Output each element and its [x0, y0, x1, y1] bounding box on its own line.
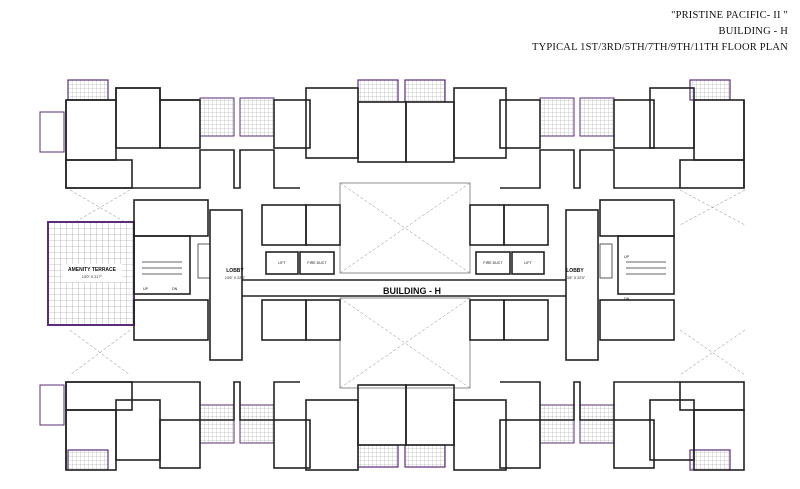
corridor — [242, 279, 566, 297]
left-balconies — [39, 111, 65, 426]
amenity-label: AMENITY TERRACE — [68, 267, 117, 273]
stair-dn-left: DN — [172, 287, 178, 291]
lobby-right-dim: 13'6" X 22'0" — [565, 276, 586, 280]
amenity-terrace: AMENITY TERRACE 13'0" X 21'7" — [47, 221, 135, 326]
side-void-right — [679, 189, 746, 376]
core-left: UP DN LOBBY 13'6" X 22'0" — [133, 199, 246, 361]
lobby-right-label: LOBBY — [566, 268, 584, 274]
central-void-bottom — [339, 297, 471, 389]
stair-up-right: UP — [624, 255, 630, 259]
lobby-left-label: LOBBY — [226, 268, 244, 274]
lobby-left-dim: 13'6" X 22'0" — [225, 276, 246, 280]
lift-left: LIFT — [278, 261, 286, 265]
core-right: UP DN LOBBY 13'6" X 22'0" — [565, 199, 675, 361]
project-title: "PRISTINE PACIFIC- II " — [671, 10, 788, 21]
core-center-top: LIFT FIRE DUCT FIRE DUCT LIFT — [261, 204, 549, 275]
top-terraces — [67, 79, 731, 137]
fire-duct-right: FIRE DUCT — [483, 261, 503, 265]
walls-bottom — [65, 381, 745, 471]
fire-duct-left: FIRE DUCT — [307, 261, 327, 265]
walls-top — [65, 87, 745, 189]
floor-plan-title: TYPICAL 1ST/3RD/5TH/7TH/9TH/11TH FLOOR P… — [531, 42, 788, 53]
title-block: "PRISTINE PACIFIC- II " BUILDING - H TYP… — [488, 8, 788, 56]
amenity-dim: 13'0" X 21'7" — [82, 275, 103, 279]
side-void-left — [69, 189, 131, 376]
building-title: BUILDING - H — [718, 26, 788, 37]
core-center-bottom — [261, 299, 549, 341]
lift-right: LIFT — [524, 261, 532, 265]
central-void-top — [339, 182, 471, 274]
bottom-terraces — [67, 404, 731, 471]
stair-dn-right: DN — [624, 297, 630, 301]
building-label: BUILDING - H — [383, 286, 441, 296]
stair-up-left: UP — [143, 287, 149, 291]
